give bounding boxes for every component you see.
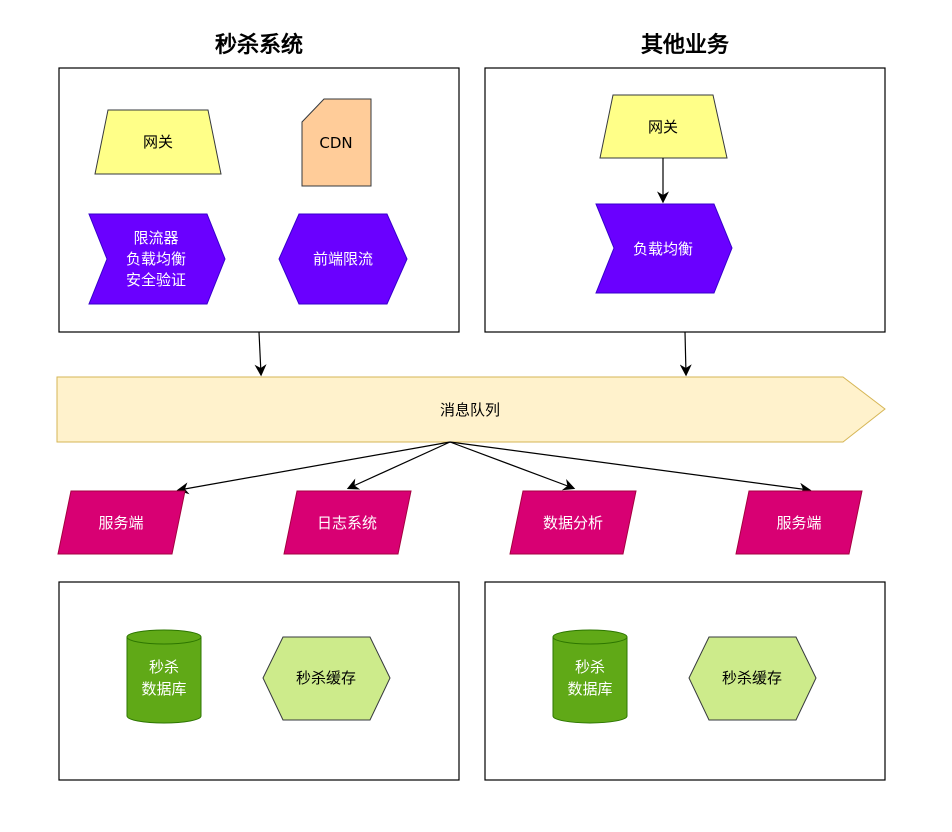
limiter-label-line-2: 负载均衡 bbox=[126, 250, 186, 268]
frontend-limit-shape bbox=[278, 213, 408, 305]
bottom-right-box bbox=[484, 581, 886, 781]
consumer-server-left-shape bbox=[57, 490, 186, 555]
consumer-data-analysis-label: 数据分析 bbox=[543, 514, 603, 532]
seckill-system-title: 秒杀系统 bbox=[215, 32, 303, 58]
consumer-log-system-shape bbox=[283, 490, 412, 555]
message-queue-label: 消息队列 bbox=[440, 401, 500, 419]
bottom-right-cache-label: 秒杀缓存 bbox=[722, 669, 782, 687]
bottom-right-cache-shape bbox=[688, 636, 817, 721]
limiter-shape bbox=[88, 213, 226, 305]
other-to-queue-arrow bbox=[679, 331, 692, 377]
cdn-shape bbox=[301, 98, 372, 187]
queue-to-consumer-4-arrow bbox=[449, 441, 812, 495]
bottom-left-database-shape bbox=[126, 629, 202, 724]
other-business-title: 其他业务 bbox=[641, 33, 730, 58]
other-gateway-shape bbox=[599, 94, 728, 159]
consumer-server-left-label: 服务端 bbox=[98, 514, 143, 532]
bottom-right-database-label-2: 数据库 bbox=[567, 680, 612, 698]
queue-to-consumer-1-arrow bbox=[176, 441, 451, 495]
bottom-left-database-label-2: 数据库 bbox=[141, 680, 186, 698]
bottom-left-box bbox=[58, 581, 460, 781]
cdn-label: CDN bbox=[319, 134, 352, 152]
seckill-gateway-label: 网关 bbox=[143, 133, 173, 151]
queue-to-consumer-3-arrow bbox=[449, 441, 576, 491]
other-gateway-label: 网关 bbox=[648, 118, 678, 136]
seckill-gateway-shape bbox=[94, 109, 222, 175]
frontend-limit-label: 前端限流 bbox=[313, 250, 373, 268]
limiter-label-line-3: 安全验证 bbox=[126, 271, 186, 289]
message-queue-shape bbox=[56, 376, 886, 443]
bottom-right-database-shape bbox=[552, 629, 628, 724]
bottom-left-cache-label: 秒杀缓存 bbox=[296, 669, 356, 687]
queue-to-consumer-2-arrow bbox=[346, 441, 451, 490]
consumer-server-right-shape bbox=[735, 490, 863, 555]
consumer-data-analysis-shape bbox=[509, 490, 637, 555]
other-load-balance-label: 负载均衡 bbox=[633, 240, 693, 258]
seckill-to-queue-arrow bbox=[254, 331, 267, 377]
consumer-log-system-label: 日志系统 bbox=[317, 514, 377, 532]
other-load-balance-shape bbox=[595, 203, 733, 294]
bottom-right-database-label-1: 秒杀 bbox=[575, 658, 605, 676]
consumer-server-right-label: 服务端 bbox=[776, 514, 821, 532]
limiter-label-line-1: 限流器 bbox=[133, 229, 178, 247]
bottom-left-cache-shape bbox=[262, 636, 391, 721]
bottom-left-database-label-1: 秒杀 bbox=[149, 658, 179, 676]
